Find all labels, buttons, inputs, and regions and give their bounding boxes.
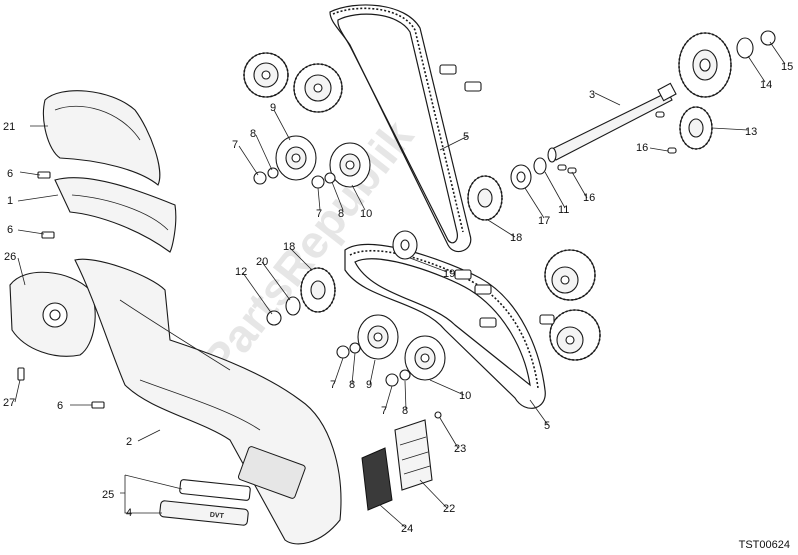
callout-8-lower-b[interactable]: 8: [402, 405, 408, 417]
studs: [439, 64, 555, 328]
nuts-washers: [253, 167, 411, 387]
tensioner-roller-10-upper: [329, 142, 371, 188]
main-cover-2: [74, 258, 342, 545]
callout-9-lower[interactable]: 9: [366, 379, 372, 391]
key-16: [557, 111, 677, 174]
callout-6-top[interactable]: 6: [7, 168, 13, 180]
tensioner-roller-9-lower: [357, 314, 399, 360]
callout-18-upper[interactable]: 18: [510, 232, 522, 244]
callout-24[interactable]: 24: [401, 523, 413, 535]
callout-2[interactable]: 2: [126, 436, 132, 448]
timing-belt-lower: [344, 243, 546, 409]
badge-4: DVT: [159, 500, 249, 526]
callout-11[interactable]: 11: [558, 204, 569, 216]
callout-25[interactable]: 25: [102, 489, 114, 501]
callout-15[interactable]: 15: [781, 61, 793, 73]
callout-10-upper[interactable]: 10: [360, 208, 372, 220]
callout-1[interactable]: 1: [7, 195, 13, 207]
bolt-27: [17, 367, 25, 381]
callout-19[interactable]: 19: [443, 268, 455, 280]
cover-1: [54, 177, 177, 253]
screw-22: [434, 411, 442, 419]
camshaft-pulley-upper-2: [293, 63, 343, 113]
bracket-21: [394, 419, 433, 491]
callout-10-lower[interactable]: 10: [459, 390, 471, 402]
cover-26: [9, 271, 96, 357]
timing-belt-upper: [329, 4, 472, 253]
callout-6-low[interactable]: 6: [57, 400, 63, 412]
callout-7-lower-b[interactable]: 7: [381, 405, 387, 417]
callout-14[interactable]: 14: [760, 79, 772, 91]
callout-20[interactable]: 20: [256, 256, 268, 268]
washer-19: [392, 230, 418, 260]
callout-8-upper-b[interactable]: 8: [338, 208, 344, 220]
shaft-3: [547, 82, 677, 163]
callout-26[interactable]: 26: [4, 251, 16, 263]
badge-25-frame: [179, 479, 251, 501]
badge-text: DVT: [209, 512, 224, 521]
washer-11: [533, 157, 547, 175]
callout-5-upper[interactable]: 5: [463, 131, 469, 143]
callout-27[interactable]: 27: [3, 397, 15, 409]
nut-15: [760, 30, 776, 46]
callout-13[interactable]: 13: [745, 126, 757, 138]
drive-pulley-18-upper: [467, 175, 503, 221]
gear-13-small: [679, 106, 713, 150]
bolts-6: [37, 171, 105, 409]
callout-21[interactable]: 22: [443, 503, 455, 515]
callout-7-lower-a[interactable]: 7: [330, 379, 336, 391]
washer-20: [285, 296, 301, 316]
callout-9-upper[interactable]: 9: [270, 102, 276, 114]
tensioner-roller-10-lower: [404, 335, 446, 381]
callout-3[interactable]: 3: [589, 89, 595, 101]
callout-18-lower[interactable]: 18: [283, 241, 295, 253]
callout-5-lower[interactable]: 5: [544, 420, 550, 432]
tensioner-roller-9-upper: [275, 135, 317, 181]
callout-7-upper-a[interactable]: 7: [232, 139, 238, 151]
reference-code: TST00624: [738, 539, 790, 551]
callout-6-mid[interactable]: 6: [7, 224, 13, 236]
callout-16-mid[interactable]: 16: [583, 192, 595, 204]
washer-17: [510, 164, 532, 190]
washer-14: [736, 37, 754, 59]
drive-pulley-18-lower: [300, 267, 336, 313]
callout-8-lower-a[interactable]: 8: [349, 379, 355, 391]
callout-17[interactable]: 17: [538, 215, 550, 227]
camshaft-pulley-lower-2: [549, 309, 601, 361]
callout-8-upper-a[interactable]: 8: [250, 128, 256, 140]
callout-23[interactable]: 21: [3, 121, 15, 133]
pad-24: [361, 447, 393, 511]
callout-22[interactable]: 23: [454, 443, 466, 455]
callout-7-upper-b[interactable]: 7: [316, 208, 322, 220]
callouts: 21 6 1 6 26 27 6 2 25 4 7 8 9 7 8 10 5 3…: [3, 61, 793, 535]
cover-23: [42, 90, 161, 186]
gear-13: [678, 32, 732, 98]
callout-12[interactable]: 12: [235, 266, 247, 278]
nut-12: [266, 310, 282, 326]
camshaft-pulley-lower-1: [544, 249, 596, 301]
camshaft-pulley-upper-1: [243, 52, 289, 98]
leader-lines: [14, 41, 786, 529]
callout-16-right[interactable]: 16: [636, 142, 648, 154]
callout-4[interactable]: 4: [126, 507, 132, 519]
